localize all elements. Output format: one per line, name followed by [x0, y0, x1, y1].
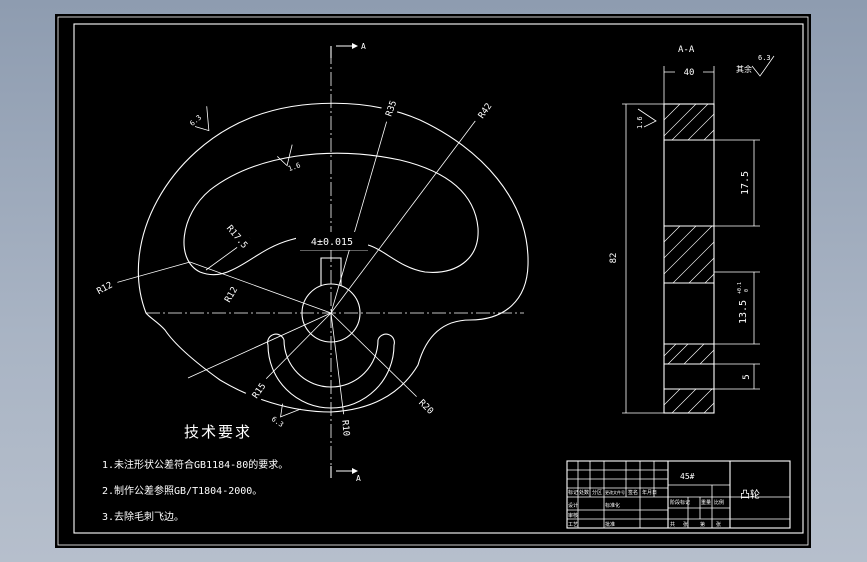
section-mark-top: A — [361, 42, 366, 51]
dim-40-tag — [675, 62, 703, 80]
tb-cell: 张 — [716, 521, 721, 528]
tb-cell: 设计 — [568, 502, 578, 509]
tb-cell: 年月日 — [642, 489, 657, 496]
drawing-sheet — [55, 14, 811, 548]
title-block-material: 45# — [680, 472, 695, 481]
hatch-region-4 — [663, 388, 715, 414]
svg-text:13.5: 13.5 — [738, 300, 749, 324]
tb-cell: 审核 — [568, 512, 578, 519]
tech-title: 技术要求 — [184, 423, 252, 441]
tb-cell: 处数 — [579, 489, 589, 496]
leader-r20 — [330, 312, 419, 399]
tb-cell: 比例 — [714, 499, 724, 506]
tb-cell: 签名 — [628, 489, 638, 496]
svg-text:1.6: 1.6 — [636, 116, 644, 129]
tb-cell: 重量 — [701, 499, 711, 506]
dim-13-5-tol-upper: +0.1 — [737, 282, 743, 294]
section-view-a-a: A-A 40 — [604, 45, 775, 414]
hatch-region-3 — [663, 343, 715, 365]
rest-roughness: 其余 6.3 — [736, 54, 775, 77]
tb-cell: 批准 — [605, 521, 615, 528]
tb-cell: 标准化 — [605, 502, 620, 509]
roughness-symbol-inner: 1.6 — [277, 144, 302, 173]
technical-requirements: 技术要求 1.未注形状公差符合GB1184-80的要求。 2.制作公差参照GB/… — [102, 423, 288, 523]
leader-r15 — [259, 312, 332, 386]
tb-cell: 第 — [700, 521, 705, 528]
section-arrowhead-bottom — [352, 468, 358, 474]
outer-border — [57, 16, 809, 546]
lower-arc-slot — [267, 333, 395, 409]
svg-text:82: 82 — [609, 253, 619, 264]
leader-r10 — [330, 312, 346, 426]
leader-r35 — [330, 109, 391, 314]
dim-r35: R35 — [377, 92, 403, 124]
tb-cell: 阶段标记 — [670, 499, 690, 506]
title-block-part-name: 凸轮 — [740, 488, 760, 501]
dim-r10: R10 — [337, 413, 357, 443]
section-view-label: A-A — [678, 45, 695, 55]
hatch-region-2 — [663, 225, 715, 284]
svg-text:17.5: 17.5 — [740, 171, 751, 195]
dim-82: 82 — [604, 246, 620, 270]
tech-note-3: 3.去除毛刺飞边。 — [102, 510, 184, 523]
dim-17-5: 17.5 — [736, 167, 752, 199]
dim-13-5-tol-lower: 0 — [744, 289, 750, 292]
dim-r12a: R12 — [87, 273, 121, 301]
tb-cell: 标记 — [568, 489, 578, 496]
tb-cell: 更改文件号 — [605, 489, 625, 495]
hatch-region-1 — [663, 103, 715, 141]
section-outline — [663, 103, 715, 414]
svg-text:1.6: 1.6 — [287, 161, 302, 173]
section-mark-bottom: A — [356, 474, 361, 483]
tech-note-1: 1.未注形状公差符合GB1184-80的要求。 — [102, 458, 288, 471]
tb-cell: 张 — [683, 521, 688, 528]
dim-5: 5 — [738, 369, 752, 385]
title-block: 45# 凸轮 标记 处数 分区 更改文件号 签名 年月日 设计 标准化 阶段标记… — [566, 460, 791, 529]
cam-inner-slot — [183, 152, 479, 276]
leader-r42 — [330, 111, 483, 314]
rest-roughness-prefix: 其余 — [736, 64, 752, 74]
tb-cell: 共 — [670, 521, 675, 528]
keyway — [320, 257, 342, 286]
rest-roughness-value: 6.3 — [758, 54, 771, 62]
dim-13-5: 13.5 +0.1 0 — [733, 282, 751, 326]
roughness-symbol-section: 1.6 — [636, 108, 657, 129]
inner-frame — [73, 23, 804, 534]
section-arrowhead-top — [352, 43, 358, 49]
title-block-frame — [566, 460, 791, 529]
tb-cell: 分区 — [592, 489, 602, 496]
hub-circle — [301, 283, 361, 343]
svg-text:4±0.015: 4±0.015 — [311, 237, 353, 248]
svg-text:5: 5 — [742, 374, 752, 379]
dim-key: 4±0.015 — [296, 232, 368, 250]
rest-roughness-symbol — [751, 55, 775, 77]
tb-cell: 工艺 — [568, 522, 578, 528]
svg-text:R10: R10 — [339, 420, 350, 437]
leader-r12b — [187, 312, 332, 379]
dim-40: 40 — [684, 68, 695, 78]
cam-outer-profile — [137, 102, 529, 413]
leader-r12a — [189, 261, 332, 314]
tech-note-2: 2.制作公差参照GB/T1804-2000。 — [102, 484, 262, 497]
